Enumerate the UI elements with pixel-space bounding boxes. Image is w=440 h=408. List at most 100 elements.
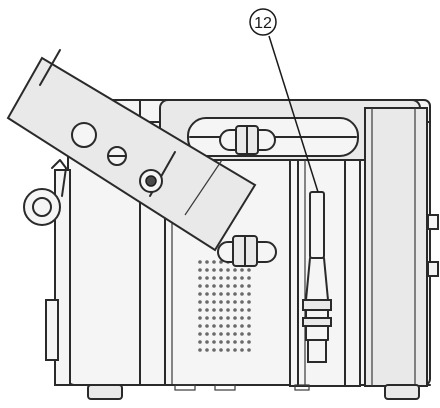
grille-hole [233, 268, 237, 272]
grille-hole [198, 324, 202, 328]
grille-hole [233, 316, 237, 320]
grille-hole [198, 300, 202, 304]
grille-hole [198, 308, 202, 312]
grille-hole [247, 316, 251, 320]
grille-hole [233, 332, 237, 336]
grille-hole [212, 260, 216, 264]
grille-hole [226, 300, 230, 304]
grille-hole [219, 340, 223, 344]
feet [87, 384, 420, 400]
grille-hole [219, 292, 223, 296]
carry-handle [6, 49, 257, 252]
right-side-panel [364, 107, 439, 387]
grille-hole [198, 348, 202, 352]
grille-hole [198, 284, 202, 288]
grille-hole [212, 332, 216, 336]
grille-hole [205, 292, 209, 296]
lower-lock-knob [217, 235, 277, 267]
grille-hole [226, 316, 230, 320]
grille-hole [226, 292, 230, 296]
grille-hole [247, 308, 251, 312]
grille-hole [219, 308, 223, 312]
grille-hole [226, 268, 230, 272]
grille-hole [198, 260, 202, 264]
grille-hole [240, 348, 244, 352]
grille-hole [212, 300, 216, 304]
upper-lock-knob [219, 125, 276, 155]
grille-hole [226, 284, 230, 288]
grille-hole [247, 332, 251, 336]
grille-hole [219, 348, 223, 352]
grille-hole [226, 324, 230, 328]
left-bracket [23, 159, 71, 386]
grille-hole [212, 292, 216, 296]
cylinder-part [302, 191, 332, 363]
grille-hole [212, 348, 216, 352]
grille-hole [240, 324, 244, 328]
grille-hole [233, 324, 237, 328]
callout-leader-line [268, 35, 319, 193]
grille-hole [205, 348, 209, 352]
grille-hole [240, 292, 244, 296]
grille-hole [233, 276, 237, 280]
callout-marker: 12 [249, 8, 277, 36]
grille-hole [240, 340, 244, 344]
grille-hole [212, 308, 216, 312]
grille-hole [219, 276, 223, 280]
grille-hole [233, 300, 237, 304]
grille-hole [205, 308, 209, 312]
grille-hole [226, 276, 230, 280]
grille-hole [212, 316, 216, 320]
grille-hole [219, 300, 223, 304]
grille-hole [247, 348, 251, 352]
grille-hole [198, 268, 202, 272]
grille-hole [219, 284, 223, 288]
grille-hole [226, 340, 230, 344]
grille-hole [247, 292, 251, 296]
grille-hole [205, 260, 209, 264]
grille-hole [205, 268, 209, 272]
grille-hole [247, 284, 251, 288]
grille-hole [198, 292, 202, 296]
grille-hole [219, 332, 223, 336]
grille-hole [240, 332, 244, 336]
grille-hole [240, 308, 244, 312]
grille-hole [212, 276, 216, 280]
grille-hole [247, 340, 251, 344]
grille-hole [212, 324, 216, 328]
grille-hole [233, 348, 237, 352]
grille-hole [226, 308, 230, 312]
grille-hole [205, 316, 209, 320]
grille-hole [247, 276, 251, 280]
grille-hole [226, 348, 230, 352]
grille-hole [212, 284, 216, 288]
grille-hole [205, 284, 209, 288]
grille-hole [247, 268, 251, 272]
grille-hole [226, 332, 230, 336]
grille-hole [205, 276, 209, 280]
grille-hole [212, 340, 216, 344]
grille-hole [198, 276, 202, 280]
grille-hole [198, 340, 202, 344]
grille-hole [205, 300, 209, 304]
vent-grille [198, 260, 251, 352]
grille-hole [233, 308, 237, 312]
grille-hole [247, 300, 251, 304]
grille-hole [240, 300, 244, 304]
grille-hole [198, 332, 202, 336]
grille-hole [219, 324, 223, 328]
grille-hole [247, 324, 251, 328]
grille-hole [212, 268, 216, 272]
grille-hole [205, 324, 209, 328]
grille-hole [219, 268, 223, 272]
grille-hole [233, 292, 237, 296]
grille-hole [205, 340, 209, 344]
grille-hole [205, 332, 209, 336]
grille-hole [233, 340, 237, 344]
grille-hole [219, 316, 223, 320]
grille-hole [240, 268, 244, 272]
callout-number: 12 [254, 15, 272, 32]
grille-hole [233, 284, 237, 288]
grille-hole [198, 316, 202, 320]
